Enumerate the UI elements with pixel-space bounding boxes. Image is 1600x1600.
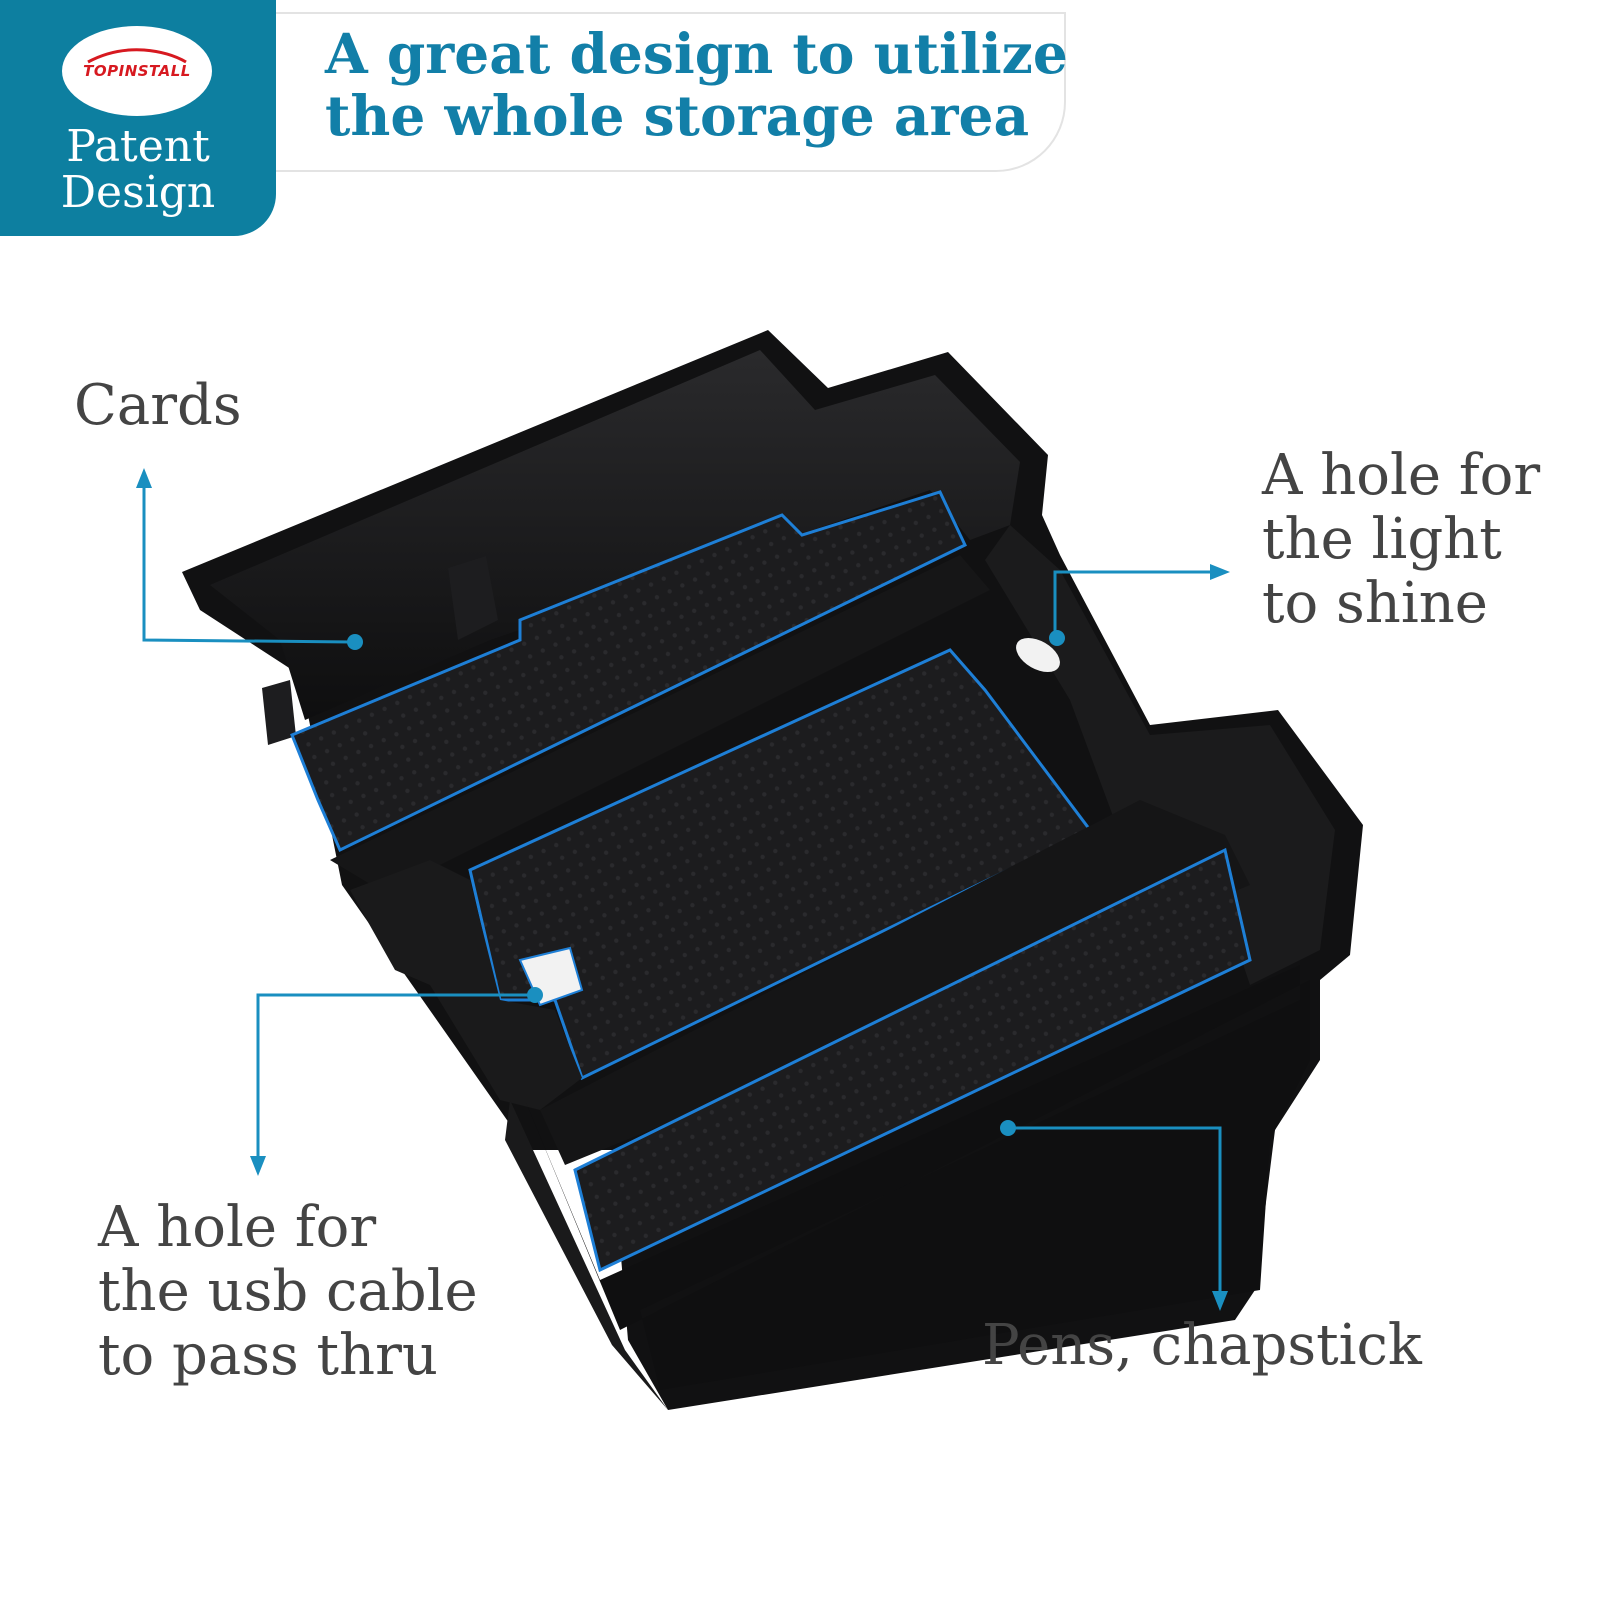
pens-callout-line (1008, 1126, 1222, 1295)
tray-front-wall (525, 965, 1310, 1390)
center-compartment-mat (468, 648, 1093, 1081)
back-compartment-mat (290, 490, 967, 853)
cards-callout-line (142, 482, 353, 644)
brand-logo-text: TOPINSTALL (83, 62, 191, 80)
tray-right-wall (985, 525, 1335, 985)
usb-hole-callout-line (256, 993, 535, 1160)
divider-1 (330, 555, 990, 890)
pens-callout-dot (1000, 1120, 1016, 1136)
usb-hole-arrow-head (250, 1156, 266, 1176)
cards-callout-dot (347, 634, 363, 650)
headline-line-2: the whole storage area (325, 83, 1030, 148)
light-hole (1016, 637, 1060, 673)
tray-back-wall (210, 350, 1020, 720)
usb-channel (350, 860, 582, 1110)
badge-line-patent: Patent (66, 121, 210, 172)
light-hole-arrow-head (1210, 564, 1230, 580)
light-hole-label-line-3: to shine (1262, 571, 1488, 636)
car-swoosh-icon (87, 48, 187, 64)
light-hole-callout-dot (1049, 630, 1065, 646)
light-hole-label-line-1: A hole for (1262, 443, 1541, 508)
divider-2 (540, 800, 1250, 1165)
cards-divider (448, 556, 498, 640)
badge-line-design: Design (60, 167, 216, 218)
usb-hole-label-line-3: to pass thru (98, 1323, 438, 1388)
pens-arrow-head (1212, 1291, 1228, 1311)
brand-logo: TOPINSTALL (62, 26, 212, 116)
patent-design-badge: TOPINSTALL Patent Design (0, 0, 276, 236)
cards-label: Cards (74, 373, 242, 438)
pens-chapstick-label: Pens, chapstick (982, 1313, 1422, 1378)
usb-hole-label-line-2: the usb cable (98, 1259, 478, 1324)
light-hole-callout-line (1053, 570, 1214, 638)
usb-hole-callout-dot (527, 987, 543, 1003)
headline-line-1: A great design to utilize (325, 21, 1068, 86)
usb-hole-label-line-1: A hole for (98, 1195, 377, 1260)
cards-arrow-head (136, 468, 152, 488)
headline-banner (276, 12, 1066, 172)
front-compartment-mat (573, 847, 1252, 1273)
light-hole-label-line-2: the light (1262, 507, 1502, 572)
